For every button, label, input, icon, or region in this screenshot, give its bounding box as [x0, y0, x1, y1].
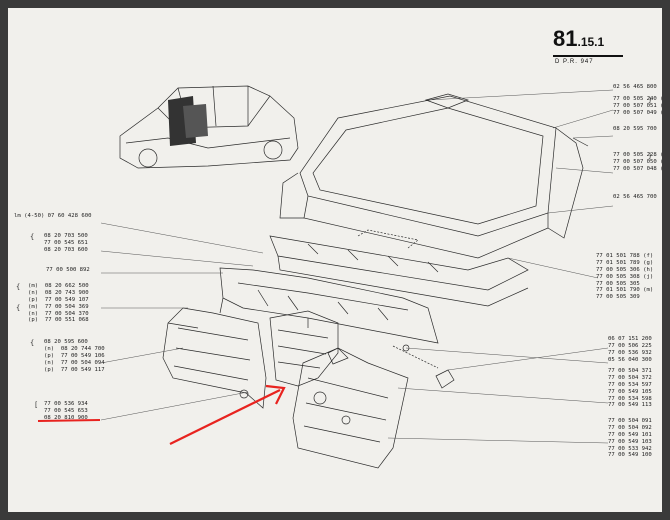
ref-right-2: 08 20 595 700 [613, 126, 657, 132]
part-number: 77 00 505 228 (k) [613, 152, 662, 158]
ref-right-group-1: 77 00 505 240 (k)77 00 507 051 (m)77 00 … [613, 96, 662, 117]
part-number: 77 00 506 225 [608, 342, 652, 349]
red-arrow-head [265, 384, 286, 405]
small-bracket [435, 369, 455, 389]
part-number: 77 00 504 092 [608, 424, 652, 431]
part-number: 77 00 534 597 [608, 381, 652, 388]
part-number: 77 00 536 934 [44, 401, 88, 407]
center-trim-panel [269, 310, 339, 387]
part-number: 77 00 505 305 [596, 280, 640, 287]
part-number: 77 00 549 103 [608, 438, 652, 445]
exploded-body-diagram [37, 85, 614, 469]
ref-left-1: lm (4-50) 07 60 428 600 [14, 213, 92, 219]
part-number: 77 00 549 101 [608, 431, 652, 438]
leader-lines [100, 89, 614, 444]
part-number: 77 00 534 598 [608, 395, 652, 402]
bracket-mark: { [16, 283, 21, 291]
rear-cross-panel [269, 229, 529, 307]
part-number: (n) 08 20 744 700 [44, 345, 105, 352]
part-number: 77 00 536 932 [608, 349, 652, 356]
part-number: (n) 77 00 504 094 [44, 359, 105, 366]
page-number: 81.15.1 [553, 26, 605, 51]
part-number: 77 00 545 653 [44, 407, 88, 414]
bracket-mark: } [648, 96, 653, 104]
parts-catalog-page: 81.15.1 D P.R. 947 02 56 465 800 77 00 5… [8, 8, 662, 512]
bracket-mark: [ [34, 401, 39, 409]
lower-rear-panel [219, 267, 439, 352]
tailgate-frame [279, 93, 589, 259]
part-number: 08 20 703 500 [44, 233, 88, 239]
part-number: (n) 77 00 504 370 [28, 310, 89, 317]
part-number: (n) 08 20 743 900 [28, 289, 89, 296]
part-number: (m) 08 20 662 500 [28, 283, 89, 289]
part-number: (p) 77 00 549 117 [44, 366, 105, 373]
part-number: 77 00 505 306 (h) [596, 266, 654, 273]
header-rule [553, 55, 623, 57]
part-number: 77 00 549 100 [608, 452, 652, 459]
part-number: 77 01 501 789 (g) [596, 259, 654, 266]
ref-left-2: 77 00 500 892 [46, 267, 90, 273]
ref-right-group-3: 77 01 501 788 (f)77 01 501 789 (g)77 00 … [596, 253, 653, 301]
part-number: 08 20 810 900 [44, 414, 88, 421]
part-number: 77 00 504 091 [608, 418, 652, 424]
part-number: 77 00 505 309 [596, 294, 640, 301]
part-number: (p) 77 00 549 107 [28, 296, 89, 303]
part-number: 77 00 507 049 (r) [613, 109, 662, 116]
right-floor-panel [292, 347, 409, 469]
red-arrow [169, 389, 281, 445]
part-number: 08 20 595 600 [44, 339, 88, 345]
car-overview-sketch [119, 85, 299, 169]
bracket-mark: { [16, 304, 21, 312]
part-number: 08 20 703 600 [44, 246, 88, 253]
part-number: 77 00 504 371 [608, 368, 652, 374]
bracket-mark: { [30, 233, 35, 241]
ref-right-3: 02 56 465 700 [613, 194, 657, 200]
part-number: 77 00 507 048 (r) [613, 165, 662, 172]
part-number: 77 00 505 308 (j) [596, 273, 654, 280]
part-number: 77 00 505 240 (k) [613, 96, 662, 102]
part-number: 77 00 549 105 [608, 388, 652, 395]
part-number: 77 01 501 788 (f) [596, 253, 654, 259]
part-number: 05 56 040 300 [608, 356, 652, 363]
ref-right-group-2: 77 00 505 228 (k)77 00 507 050 (m)77 00 … [613, 152, 662, 173]
part-number: 77 00 507 051 (m) [613, 102, 662, 109]
part-number: (m) 77 00 504 369 [28, 303, 89, 310]
part-number: 77 00 533 942 [608, 445, 652, 452]
bracket-mark: { [30, 339, 35, 347]
ref-right-1: 02 56 465 800 [613, 84, 657, 90]
left-trim-panel [162, 307, 267, 409]
part-number: (p) 77 00 549 106 [44, 352, 105, 359]
red-annotation [37, 384, 286, 445]
part-number: 77 00 549 113 [608, 402, 652, 409]
part-number: 77 00 504 372 [608, 374, 652, 381]
page-reference: D P.R. 947 [555, 59, 594, 65]
part-number: (p) 77 00 551 068 [28, 317, 89, 324]
part-number: 77 00 545 651 [44, 239, 88, 246]
part-number: 77 01 501 790 (m) [596, 287, 654, 294]
part-number: 77 00 507 050 (m) [613, 158, 662, 165]
ref-left-group-2: (m) 08 20 662 500(n) 08 20 743 900(p) 77… [28, 283, 89, 324]
part-number: 06 07 151 200 [608, 336, 652, 342]
ref-left-group-3: 08 20 595 600(n) 08 20 744 700(p) 77 00 … [44, 339, 105, 373]
red-underline [37, 419, 101, 422]
bracket-mark: } [648, 152, 653, 160]
